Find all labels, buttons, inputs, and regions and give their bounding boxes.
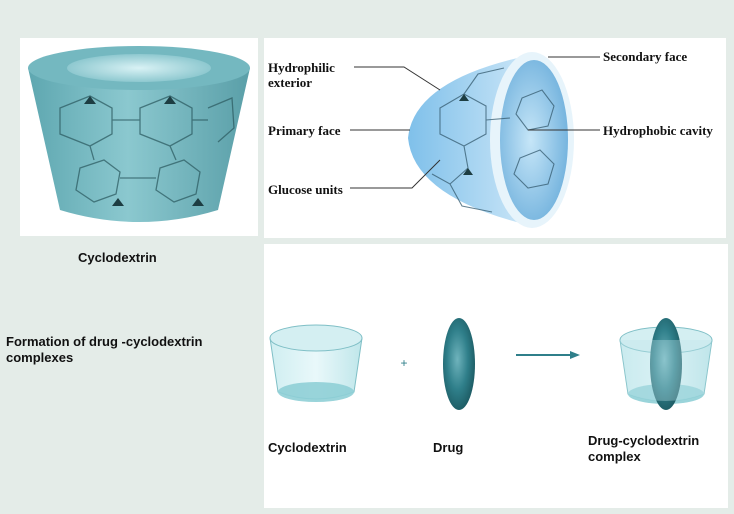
cyclodextrin-cup-icon	[269, 324, 363, 402]
drug-ellipsoid-icon	[443, 318, 475, 410]
leader-hydrophilic-exterior	[354, 66, 441, 91]
secondary-face-label: Secondary face	[603, 49, 688, 64]
plus-sign: +	[400, 356, 407, 370]
cyclodextrin-caption: Cyclodextrin	[78, 250, 157, 265]
hydrophobic-cavity-label: Hydrophobic cavity	[603, 123, 713, 138]
formation-illustration: +	[269, 318, 713, 410]
hydrophilic-exterior-label: Hydrophilic exterior	[268, 60, 335, 90]
glucose-units-label: Glucose units	[268, 182, 343, 197]
cyclodextrin-cone-illustration	[28, 46, 250, 222]
arrow-right-icon	[516, 351, 580, 359]
formation-panel: +	[264, 244, 728, 508]
drug-cyclodextrin-complex-icon	[619, 318, 713, 410]
formation-cyclodextrin-label: Cyclodextrin	[268, 440, 347, 455]
cyclodextrin-cup-illustration	[408, 52, 574, 228]
formation-heading: Formation of drug -cyclodextrin complexe…	[6, 334, 203, 365]
formation-drug-label: Drug	[433, 440, 464, 455]
cyclodextrin-cone-panel	[20, 38, 258, 236]
primary-face-label: Primary face	[268, 123, 341, 138]
cyclodextrin-structure-panel	[264, 38, 726, 238]
formation-complex-label: Drug-cyclodextrin complex	[588, 433, 700, 464]
leader-glucose-units	[350, 159, 441, 189]
